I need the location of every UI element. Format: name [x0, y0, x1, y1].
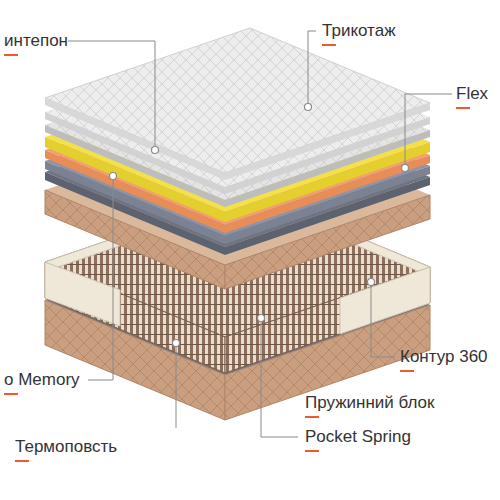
accent-mark — [4, 393, 18, 395]
part-label: o Memory — [4, 369, 80, 390]
part-label: Термоповсть — [15, 436, 117, 457]
accent-mark — [305, 416, 319, 418]
accent-mark — [15, 460, 29, 462]
accent-mark — [400, 370, 414, 372]
part-label: Пружинний блок — [305, 392, 435, 413]
accent-mark — [305, 450, 319, 452]
leader-lines — [68, 31, 452, 437]
part-label: Трикотаж — [322, 20, 396, 41]
knit-layer — [45, 28, 430, 180]
accent-mark — [322, 44, 336, 46]
part-label: Pocket Spring — [305, 426, 411, 447]
part-label: интепон — [4, 30, 68, 51]
leader-dots — [110, 104, 409, 347]
accent-mark — [4, 54, 18, 56]
part-label: Flex — [456, 83, 488, 104]
part-label: Контур 360 — [400, 346, 488, 367]
accent-mark — [456, 107, 470, 109]
